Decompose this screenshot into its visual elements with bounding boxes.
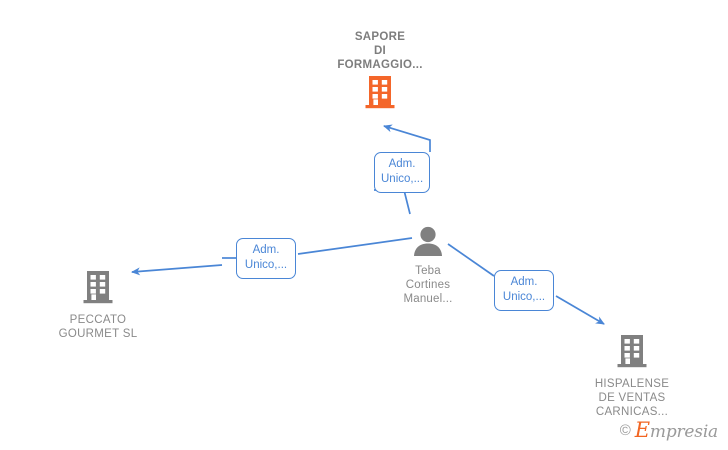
edge-label-to-root-company[interactable]: Adm. Unico,... (374, 152, 430, 193)
node-person[interactable]: Teba Cortines Manuel... (388, 226, 468, 306)
brand-name: Empresia (635, 418, 718, 442)
building-icon (582, 334, 682, 373)
node-company-left[interactable]: PECCATO GOURMET SL (48, 270, 148, 341)
watermark: © Empresia (620, 418, 718, 442)
brand-initial: E (634, 418, 650, 442)
building-icon (330, 75, 430, 114)
person-icon (388, 226, 468, 261)
node-root-company[interactable]: SAPORE DI FORMAGGIO... (330, 30, 430, 114)
node-company-right[interactable]: HISPALENSE DE VENTAS CARNICAS... (582, 334, 682, 419)
brand-rest: mpresia (649, 422, 718, 442)
company-left-label: PECCATO GOURMET SL (58, 314, 138, 340)
building-icon (48, 270, 148, 309)
edge-person-to-right-company (447, 243, 605, 325)
copyright-icon: © (619, 421, 631, 439)
root-company-label: SAPORE DI FORMAGGIO... (337, 31, 423, 71)
company-right-label: HISPALENSE DE VENTAS CARNICAS... (594, 378, 670, 418)
edge-label-to-left-company[interactable]: Adm. Unico,... (236, 238, 296, 279)
edge-person-to-left-company (131, 237, 413, 276)
person-label: Teba Cortines Manuel... (403, 265, 453, 305)
edge-label-to-right-company[interactable]: Adm. Unico,... (494, 270, 554, 311)
